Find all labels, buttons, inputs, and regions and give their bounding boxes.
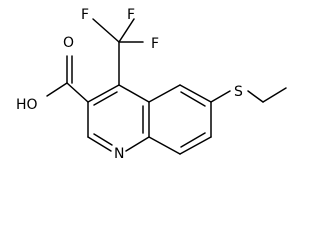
bond-c4a-c5	[148, 84, 181, 103]
quinoline-ring-system: N	[87, 84, 212, 162]
bond-c8-c8a	[148, 136, 181, 155]
trifluoromethyl-group: F F F	[81, 7, 159, 86]
bond-c4-c4a	[118, 84, 150, 103]
fluorine-label-top-right: F	[127, 7, 135, 23]
fluorine-label-right: F	[151, 36, 159, 52]
sulfur-label: S	[234, 84, 243, 100]
bond-c4-c3-inner	[93, 91, 118, 106]
bond-c-oh	[46, 82, 68, 97]
bond-ch3-up	[262, 87, 287, 103]
bond-c5-c6	[179, 84, 212, 103]
bond-c3-carboxyl	[66, 82, 89, 103]
bond-s-ch3-down	[247, 90, 264, 103]
bond-c2-n1-inner	[93, 133, 113, 146]
fluorine-label-top-left: F	[81, 7, 89, 23]
methylthio-group: S	[210, 84, 287, 103]
bond-c5-c6-inner	[180, 91, 206, 107]
bond-c2-n1	[87, 136, 112, 152]
carboxylic-acid-group: O HO	[16, 35, 89, 113]
bond-c4-c3	[87, 84, 120, 103]
chemical-structure-diagram: F F F O HO N S	[16, 7, 287, 162]
bond-c7-c8	[179, 136, 212, 155]
bond-c6-s	[210, 90, 231, 103]
bond-c7-c8-inner	[180, 132, 206, 148]
ring-nitrogen-label: N	[114, 146, 124, 162]
bond-c-f-upper-right	[118, 18, 135, 43]
carbonyl-oxygen-label: O	[63, 35, 74, 51]
bond-n1-c8a	[125, 136, 150, 152]
hydroxyl-label: HO	[16, 97, 38, 113]
bond-c-f-upper-left	[92, 18, 120, 43]
